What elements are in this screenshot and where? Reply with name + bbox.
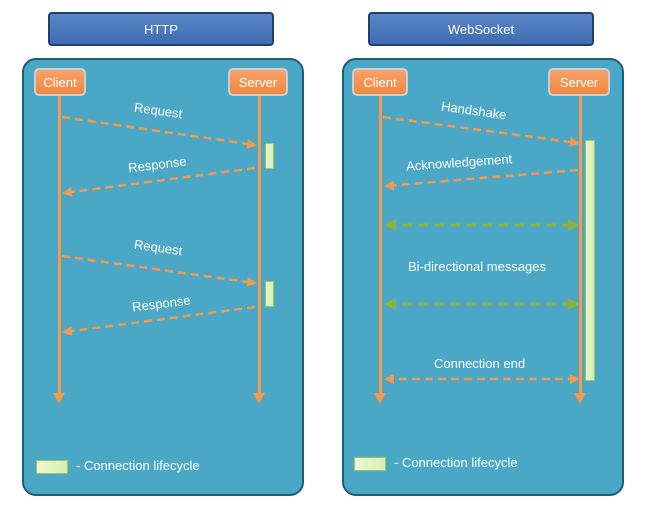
http-response-arrow-1	[62, 166, 256, 197]
http-request-arrow-1	[61, 115, 257, 149]
websocket-title: WebSocket	[368, 12, 594, 46]
http-request-arrow-2	[61, 254, 257, 287]
ws-server-box: Server	[548, 68, 610, 96]
websocket-panel	[342, 58, 624, 496]
http-client-lifeline	[53, 95, 65, 404]
http-client-box: Client	[34, 68, 86, 96]
http-response-arrow-2	[62, 305, 256, 336]
ws-connection-bar	[585, 140, 595, 381]
ws-client-box: Client	[352, 68, 408, 96]
ws-handshake-arrow	[382, 115, 580, 147]
http-legend-label: - Connection lifecycle	[76, 458, 200, 473]
http-title: HTTP	[48, 12, 274, 46]
ws-bidirectional-label: Bi-directional messages	[408, 259, 547, 274]
ws-legend-swatch	[354, 457, 386, 471]
ws-legend-label: - Connection lifecycle	[394, 455, 518, 470]
http-panel	[22, 58, 304, 496]
http-connection-bar-2	[265, 281, 274, 307]
http-server-box: Server	[228, 68, 288, 96]
ws-client-lifeline	[374, 95, 386, 404]
ws-ack-arrow	[384, 168, 579, 191]
http-legend-swatch	[36, 460, 68, 474]
http-connection-bar-1	[265, 143, 274, 169]
ws-connection-end-label: Connection end	[434, 356, 526, 371]
ws-server-lifeline	[574, 95, 586, 404]
http-server-lifeline	[253, 95, 265, 404]
